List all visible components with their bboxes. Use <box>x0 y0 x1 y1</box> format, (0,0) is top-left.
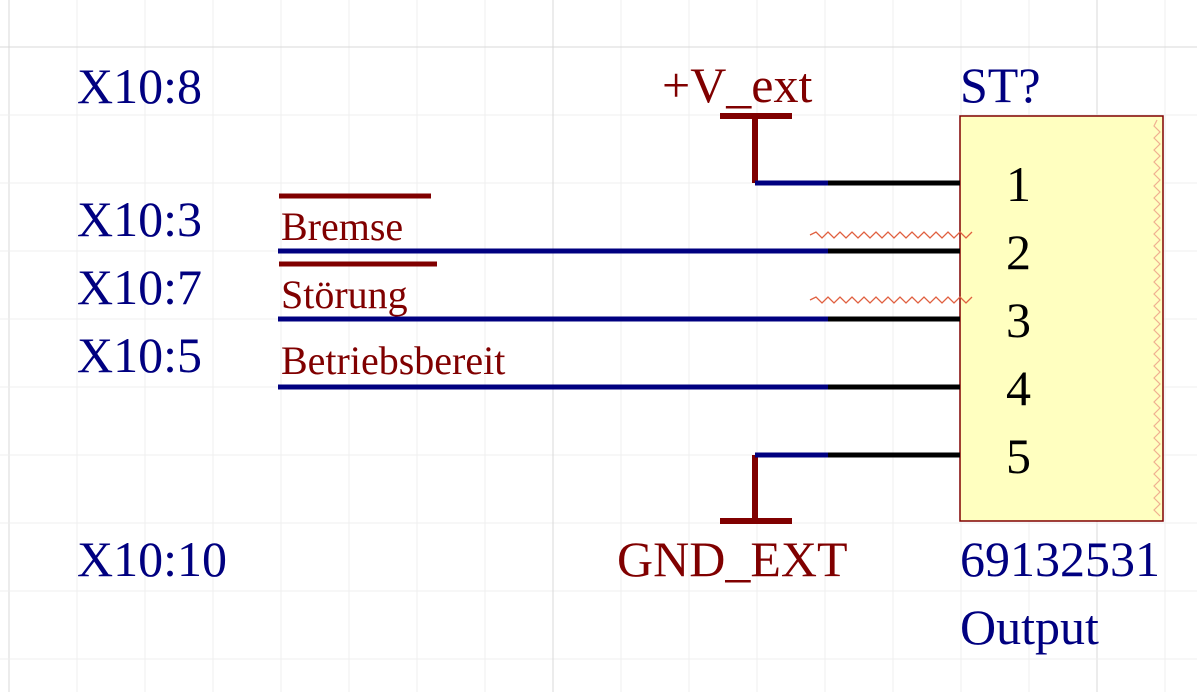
component-edge-squiggle <box>1153 119 1161 517</box>
net-text-bremse: Bremse <box>281 204 403 249</box>
net-text-stoerung: Störung <box>281 272 408 317</box>
pin-4-number: 4 <box>1006 360 1031 416</box>
label-x10-5: X10:5 <box>77 327 202 383</box>
error-marker-pin2 <box>809 231 973 239</box>
component-part-number: 69132531 <box>960 531 1160 587</box>
pin-1-number: 1 <box>1006 156 1031 212</box>
pin-5-number: 5 <box>1006 428 1031 484</box>
net-label-betriebsbereit[interactable]: Betriebsbereit <box>281 338 505 383</box>
component-comment: Output <box>960 599 1099 655</box>
label-x10-8: X10:8 <box>77 58 202 114</box>
net-label-bremse[interactable]: Bremse <box>279 193 431 249</box>
net-text-betriebsbereit: Betriebsbereit <box>281 338 505 383</box>
label-x10-10: X10:10 <box>77 531 227 587</box>
pin-2-number: 2 <box>1006 224 1031 280</box>
label-x10-3: X10:3 <box>77 191 202 247</box>
label-x10-7: X10:7 <box>77 259 202 315</box>
component-designator: ST? <box>960 57 1041 113</box>
component-st[interactable]: ST? 69132531 Output 1 2 3 4 5 <box>828 57 1164 655</box>
gnd-label: GND_EXT <box>617 531 848 587</box>
vext-label: +V_ext <box>662 57 812 113</box>
vext-power-port[interactable]: +V_ext <box>662 57 812 183</box>
component-body <box>959 115 1164 522</box>
error-marker-pin3 <box>809 296 973 304</box>
gnd-power-port[interactable]: GND_EXT <box>617 455 848 587</box>
net-label-stoerung[interactable]: Störung <box>279 261 437 317</box>
pin-3-number: 3 <box>1006 292 1031 348</box>
